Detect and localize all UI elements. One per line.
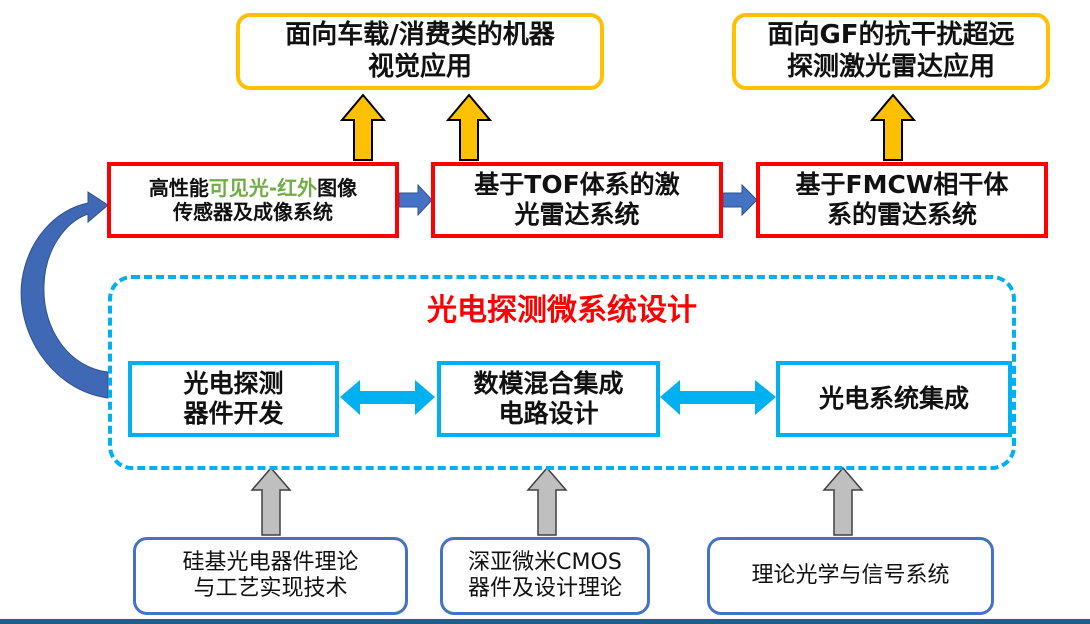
microsystem-title: 光电探测微系统设计 — [427, 293, 697, 328]
foundation-line1: 硅基光电器件理论 — [182, 549, 359, 575]
foundation-box-silicon-photonics: 硅基光电器件理论 与工艺实现技术 — [133, 537, 408, 615]
foundation-line1: 深亚微米CMOS — [468, 549, 622, 575]
application-box-lidar: 面向GF的抗干扰超远 探测激光雷达应用 — [732, 13, 1050, 90]
arrow-up-grey-1 — [250, 466, 292, 536]
module-line2: 器件开发 — [183, 399, 284, 428]
system-line1: 基于FMCW相干体 — [795, 170, 1009, 199]
arrow-curved-feedback — [20, 191, 109, 399]
application-line1: 面向GF的抗干扰超远 — [767, 20, 1015, 51]
system-line1: 高性能可见光-红外图像 — [148, 176, 358, 200]
foundation-box-cmos: 深亚微米CMOS 器件及设计理论 — [440, 537, 650, 615]
application-line2: 视觉应用 — [367, 51, 472, 82]
module-box-photodetector: 光电探测 器件开发 — [128, 361, 339, 437]
module-line1: 光电探测 — [183, 369, 284, 398]
application-line2: 探测激光雷达应用 — [786, 51, 995, 82]
foundation-line1: 理论光学与信号系统 — [751, 562, 950, 588]
system-line2: 光雷达系统 — [514, 200, 640, 229]
arrow-up-yellow-2 — [445, 93, 493, 161]
system-line1: 基于TOF体系的激 — [474, 170, 680, 199]
module-line1: 光电系统集成 — [818, 384, 969, 413]
system-box-image-sensor: 高性能可见光-红外图像 传感器及成像系统 — [107, 162, 399, 238]
system-line2: 传感器及成像系统 — [173, 200, 333, 224]
arrow-double-1 — [340, 380, 435, 415]
bottom-divider — [0, 619, 1090, 624]
microsystem-container — [108, 275, 1016, 470]
arrow-up-grey-3 — [822, 466, 864, 536]
module-line1: 数模混合集成 — [473, 369, 624, 398]
arrow-right-1 — [398, 183, 433, 217]
system-box-tof-lidar: 基于TOF体系的激 光雷达系统 — [431, 162, 723, 238]
foundation-box-optics-signals: 理论光学与信号系统 — [707, 537, 994, 615]
arrow-right-2 — [722, 183, 758, 217]
foundation-line2: 器件及设计理论 — [467, 576, 622, 601]
system-box-fmcw-radar: 基于FMCW相干体 系的雷达系统 — [756, 162, 1048, 238]
arrow-up-grey-2 — [526, 466, 568, 536]
highlight-text: 可见光-红外 — [208, 176, 318, 200]
system-line2: 系的雷达系统 — [826, 200, 977, 229]
module-box-mixed-signal: 数模混合集成 电路设计 — [437, 361, 660, 437]
foundation-line2: 与工艺实现技术 — [193, 576, 348, 601]
module-line2: 电路设计 — [498, 399, 599, 428]
module-box-system-integration: 光电系统集成 — [776, 361, 1012, 437]
arrow-up-yellow-1 — [339, 93, 387, 161]
arrow-double-2 — [660, 380, 776, 415]
application-box-vehicle-vision: 面向车载/消费类的机器 视觉应用 — [236, 13, 604, 90]
arrow-up-yellow-3 — [869, 93, 917, 161]
application-line1: 面向车载/消费类的机器 — [285, 20, 555, 51]
